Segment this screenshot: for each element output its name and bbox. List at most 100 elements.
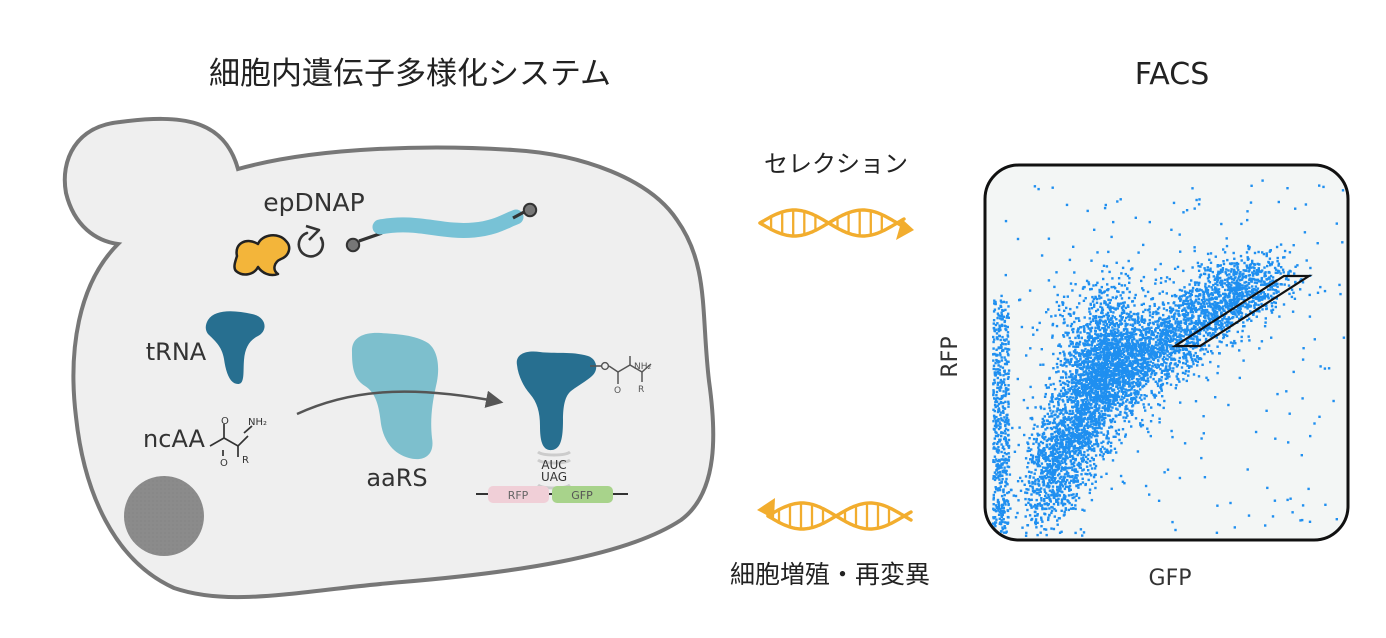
facs-event [1086,461,1089,464]
facs-event [1264,321,1267,324]
facs-event [1120,441,1123,445]
facs-event [1031,456,1035,459]
facs-event [1024,475,1028,478]
facs-event [1167,325,1171,328]
facs-event [1074,345,1077,349]
facs-event [1250,319,1253,322]
facs-event [1125,391,1128,395]
facs-event [1105,288,1109,292]
facs-event [1107,440,1110,443]
facs-event [1210,327,1213,330]
facs-event [1188,302,1192,305]
facs-event [1202,292,1206,296]
facs-event [1242,269,1245,272]
facs-event [1016,511,1019,515]
facs-event [1031,458,1034,461]
facs-event [1008,473,1012,476]
facs-event [1104,450,1107,454]
facs-event [1309,266,1312,270]
facs-event [1244,280,1248,284]
facs-event [1056,397,1059,400]
facs-event [1125,349,1128,352]
facs-event [1035,526,1038,529]
facs-event [1085,430,1088,433]
facs-event [1260,302,1263,306]
facs-event [1182,299,1185,303]
facs-event [1069,370,1072,373]
facs-event [1118,372,1121,375]
facs-event [1214,323,1217,326]
facs-event [1193,321,1196,325]
facs-event [1209,312,1213,315]
facs-event [1243,281,1246,284]
facs-event [1292,291,1295,294]
facs-event [1254,297,1257,300]
facs-event [1170,345,1174,348]
facs-event [1089,312,1092,316]
facs-event [1236,265,1239,268]
facs-event [1096,442,1100,446]
facs-event [1115,295,1118,298]
facs-event [1089,433,1092,436]
facs-event [1041,433,1045,436]
facs-event [1222,305,1225,308]
facs-event [1086,457,1090,461]
facs-event [1177,309,1180,313]
facs-event [1216,302,1220,305]
facs-event [1075,343,1078,346]
facs-event [1130,410,1133,413]
facs-event [1038,494,1041,497]
facs-event [1199,322,1202,325]
facs-event [1065,361,1068,364]
facs-event [1177,351,1181,354]
facs-event [1120,284,1123,287]
facs-event [1139,354,1143,357]
facs-event [1203,352,1206,356]
facs-event [1102,424,1106,427]
facs-event [1034,480,1037,483]
facs-event [1219,283,1222,287]
facs-event [1096,281,1099,284]
facs-event [1078,407,1081,410]
facs-event [1051,400,1054,404]
facs-event [1148,357,1151,360]
facs-event [1080,441,1083,445]
facs-event [1212,283,1215,287]
facs-event [1098,320,1101,323]
facs-event [1059,434,1062,438]
facs-event [1178,288,1182,292]
facs-event [1063,510,1066,514]
facs-event [1055,410,1058,413]
facs-event [1125,416,1128,419]
facs-event [1114,399,1117,402]
facs-event [1090,436,1093,439]
facs-event [1219,276,1222,280]
facs-event [1101,445,1104,449]
facs-event [1057,465,1061,469]
facs-event [1039,451,1043,455]
facs-event [1030,471,1033,474]
facs-event [1099,362,1102,365]
facs-event [1229,341,1233,344]
facs-event [1039,531,1042,534]
facs-event [1092,400,1095,404]
facs-event [1136,361,1140,365]
facs-event [1173,331,1176,334]
facs-event [1026,524,1029,527]
facs-event [1061,303,1065,306]
facs-event [1075,484,1078,488]
facs-event [1216,283,1219,287]
facs-event [1223,251,1227,254]
facs-event [1158,306,1161,309]
facs-event [1173,363,1176,366]
facs-event [1123,419,1126,423]
facs-event [1156,384,1160,388]
facs-event [1203,310,1206,314]
facs-event [1215,303,1218,306]
facs-event [1058,427,1061,431]
facs-event [1048,415,1051,418]
facs-event [1095,354,1098,357]
facs-event [1071,436,1074,439]
facs-event [1099,305,1102,308]
facs-event [1179,337,1183,340]
